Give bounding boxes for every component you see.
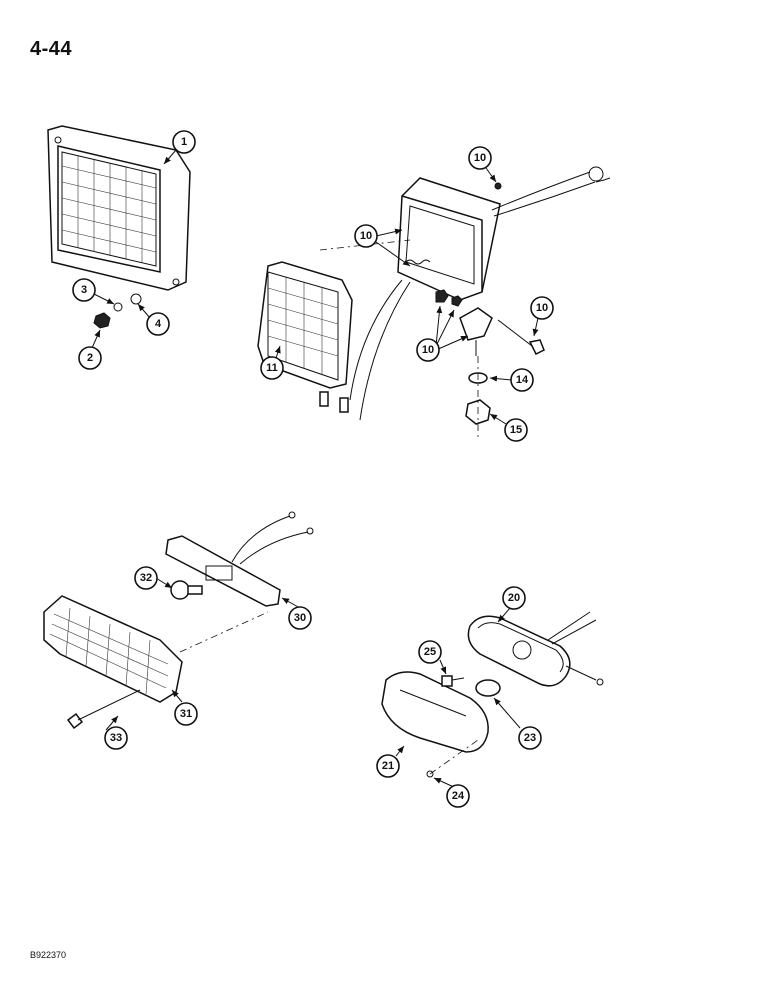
callout-20: 20 bbox=[502, 586, 526, 610]
svg-text:14: 14 bbox=[516, 374, 529, 386]
callout-30: 30 bbox=[288, 606, 312, 630]
callout-10-bolt: 10 bbox=[530, 296, 554, 320]
svg-text:23: 23 bbox=[524, 732, 536, 744]
work-lamp-assembly-right bbox=[257, 166, 611, 440]
callout-15: 15 bbox=[504, 418, 528, 442]
svg-text:4: 4 bbox=[155, 318, 162, 330]
callout-10-nuts: 10 bbox=[416, 338, 440, 362]
svg-text:1: 1 bbox=[181, 136, 187, 148]
callout-3: 3 bbox=[72, 278, 96, 302]
tail-lamp-assembly bbox=[43, 511, 314, 730]
lamp-lens-grid bbox=[61, 156, 157, 263]
callout-1: 1 bbox=[172, 130, 196, 154]
callout-32: 32 bbox=[134, 566, 158, 590]
callout-25: 25 bbox=[418, 640, 442, 664]
svg-text:11: 11 bbox=[266, 362, 278, 374]
svg-text:24: 24 bbox=[452, 790, 465, 802]
svg-text:10: 10 bbox=[422, 344, 434, 356]
svg-text:21: 21 bbox=[382, 760, 394, 772]
leader-lines bbox=[91, 149, 539, 789]
svg-text:30: 30 bbox=[294, 612, 306, 624]
callout-14: 14 bbox=[510, 368, 534, 392]
page-number: 4-44 bbox=[30, 38, 73, 60]
svg-text:33: 33 bbox=[110, 732, 122, 744]
svg-text:25: 25 bbox=[424, 646, 436, 658]
svg-text:20: 20 bbox=[508, 592, 520, 604]
work-lamp-assembly-left bbox=[47, 125, 191, 329]
callout-21: 21 bbox=[376, 754, 400, 778]
svg-text:31: 31 bbox=[180, 708, 192, 720]
figure-code: B922370 bbox=[30, 950, 67, 960]
svg-text:32: 32 bbox=[140, 572, 152, 584]
callout-4: 4 bbox=[146, 312, 170, 336]
callout-23: 23 bbox=[518, 726, 542, 750]
marker-lamp-assembly bbox=[381, 611, 604, 778]
callout-24: 24 bbox=[446, 784, 470, 808]
svg-text:3: 3 bbox=[81, 284, 87, 296]
svg-text:10: 10 bbox=[536, 302, 548, 314]
svg-text:10: 10 bbox=[360, 230, 372, 242]
callout-2: 2 bbox=[78, 346, 102, 370]
svg-text:2: 2 bbox=[87, 352, 93, 364]
callout-10-top: 10 bbox=[468, 146, 492, 170]
svg-text:15: 15 bbox=[510, 424, 522, 436]
callout-11: 11 bbox=[260, 356, 284, 380]
callout-10-housing: 10 bbox=[354, 224, 378, 248]
svg-text:10: 10 bbox=[474, 152, 486, 164]
callout-33: 33 bbox=[104, 726, 128, 750]
callout-31: 31 bbox=[174, 702, 198, 726]
